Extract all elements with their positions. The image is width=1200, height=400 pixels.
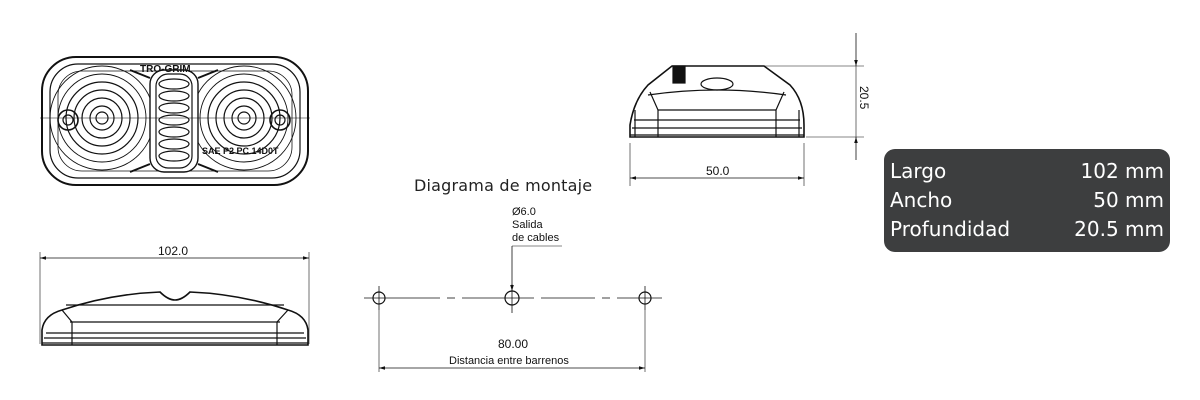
part-marking: SAE P2 PC 14D0T — [202, 146, 279, 156]
spec-label: Largo — [890, 159, 947, 183]
top-view-lamp — [39, 252, 310, 346]
spec-row-profundidad: Profundidad 20.5 mm — [890, 215, 1164, 244]
side-view-width-label: 50.0 — [706, 164, 730, 178]
diagram-title: Diagrama de montaje — [414, 176, 593, 195]
specs-box: Largo 102 mm Ancho 50 mm Profundidad 20.… — [884, 149, 1170, 252]
spec-label: Ancho — [890, 188, 953, 212]
spec-row-ancho: Ancho 50 mm — [890, 186, 1164, 215]
hole-distance-label: Distancia entre barrenos — [449, 355, 569, 367]
spec-label: Profundidad — [890, 217, 1011, 241]
spec-row-largo: Largo 102 mm — [890, 157, 1164, 186]
hole-distance-value: 80.00 — [498, 337, 528, 351]
front-view-lamp — [40, 56, 310, 186]
spec-value: 50 mm — [1093, 188, 1164, 212]
side-view-height-label: 20.5 — [857, 86, 871, 110]
side-view-lamp — [629, 33, 864, 186]
spec-value: 20.5 mm — [1074, 217, 1164, 241]
cable-exit-line2: de cables — [512, 232, 560, 244]
mounting-diagram — [364, 245, 662, 372]
spec-value: 102 mm — [1080, 159, 1165, 183]
top-view-width-label: 102.0 — [158, 244, 188, 258]
brand-marking: TRO-GRIM — [140, 64, 191, 75]
cable-exit-line1: Salida — [512, 219, 543, 231]
hole-diameter-label: Ø6.0 — [512, 206, 536, 218]
cable-exit-note: Ø6.0 Salida de cables — [512, 206, 559, 245]
